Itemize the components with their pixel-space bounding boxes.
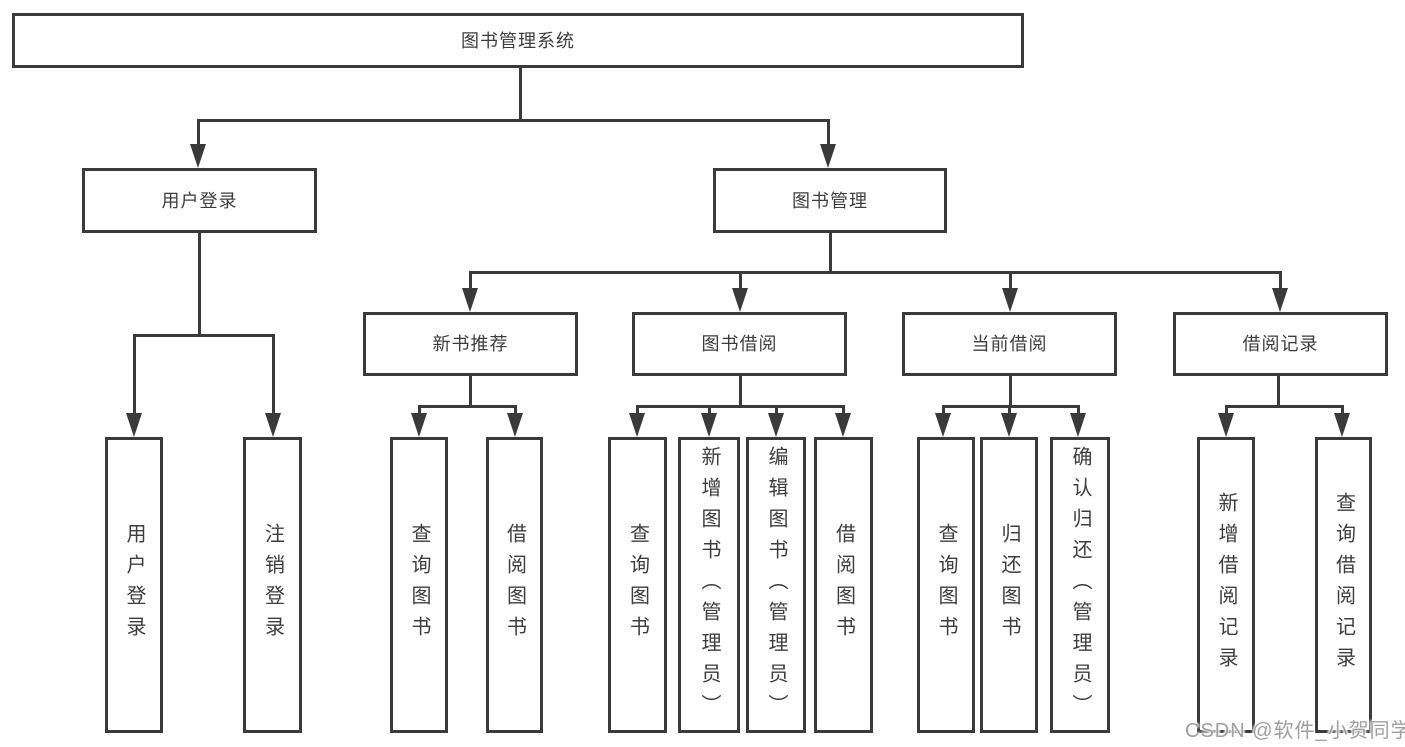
node-label-edit-book-admin: 编辑图书（管理员） [765,445,787,725]
connector-line [1008,272,1012,289]
connector-line [196,120,200,145]
arrowhead-down-icon [835,413,851,437]
node-label-book-management: 图书管理 [792,190,868,211]
connector-line [1278,272,1282,289]
arrowhead-down-icon [1001,413,1017,437]
node-user-login-action: 用户登录 [105,437,163,733]
arrowhead-down-icon [1218,413,1234,437]
connector-line [513,406,517,414]
arrowhead-down-icon [1070,413,1086,437]
connector-line [196,118,830,122]
arrowhead-down-icon [629,413,645,437]
node-user-login: 用户登录 [82,168,317,233]
connector-line [826,120,830,145]
arrowhead-down-icon [1002,288,1018,312]
connector-line [468,376,472,406]
node-label-query-borrow-record: 查询借阅记录 [1332,492,1355,678]
node-label-book-borrowing: 图书借阅 [701,334,778,354]
connector-line [707,406,711,414]
node-label-borrowing-records: 借阅记录 [1242,334,1319,354]
node-book-management: 图书管理 [713,168,947,233]
arrowhead-down-icon [190,144,206,168]
node-current-query-books: 查询图书 [917,437,975,733]
node-label-query-books: 查询图书 [408,523,430,647]
connector-line [132,335,136,414]
connector-line [635,404,845,408]
node-label-current-query-books: 查询图书 [935,523,957,647]
node-query-books: 查询图书 [390,437,448,733]
node-label-add-borrow-record: 新增借阅记录 [1215,492,1237,678]
connector-line [1008,376,1012,406]
node-borrow-borrow-books: 借阅图书 [814,437,873,733]
node-label-system: 图书管理系统 [461,30,575,51]
node-label-current-borrowing: 当前借阅 [971,334,1048,354]
node-label-borrow-query-books: 查询图书 [626,523,649,647]
node-borrow-books: 借阅图书 [486,437,543,733]
connector-line [1224,406,1228,414]
node-return-books: 归还图书 [980,437,1038,733]
connector-line [1224,404,1344,408]
connector-line [828,233,832,272]
connector-line [132,333,275,337]
node-label-add-book-admin: 新增图书（管理员） [698,445,720,725]
arrowhead-down-icon [701,413,717,437]
connector-line [417,406,421,414]
arrowhead-down-icon [935,413,951,437]
arrowhead-down-icon [732,288,748,312]
node-confirm-return-admin: 确认归还（管理员） [1050,437,1110,733]
arrowhead-down-icon [1272,288,1288,312]
arrowhead-down-icon [768,413,784,437]
csdn-watermark: CSDN @软件_小贺同学 [1185,720,1405,742]
node-label-borrow-borrow-books: 借阅图书 [832,523,855,647]
node-system: 图书管理系统 [12,13,1024,68]
connector-line [468,270,1282,274]
node-label-user-login: 用户登录 [161,190,238,211]
connector-line [738,272,742,289]
node-new-book-recommendation: 新书推荐 [363,312,578,376]
arrowhead-down-icon [411,413,427,437]
node-borrowing-records: 借阅记录 [1173,312,1388,376]
connector-line [1276,376,1280,406]
arrowhead-down-icon [462,288,478,312]
node-book-borrowing: 图书借阅 [632,312,847,376]
arrowhead-down-icon [820,144,836,168]
node-label-confirm-return-admin: 确认归还（管理员） [1069,445,1091,725]
node-current-borrowing: 当前借阅 [902,312,1117,376]
node-label-borrow-books: 借阅图书 [503,523,526,647]
node-add-borrow-record: 新增借阅记录 [1197,437,1255,733]
node-label-user-login-action: 用户登录 [123,523,145,647]
arrowhead-down-icon [507,413,523,437]
connector-line [271,335,275,414]
node-borrow-query-books: 查询图书 [608,437,667,733]
connector-line [417,404,517,408]
connector-line [841,406,845,414]
connector-line [468,272,472,289]
arrowhead-down-icon [265,413,281,437]
node-label-return-books: 归还图书 [998,523,1020,647]
arrowhead-down-icon [126,413,142,437]
node-edit-book-admin: 编辑图书（管理员） [746,437,806,733]
connector-line [197,233,201,335]
arrowhead-down-icon [1334,413,1350,437]
node-add-book-admin: 新增图书（管理员） [678,437,740,733]
connector-line [635,406,639,414]
connector-line [518,68,522,120]
connector-line [1076,406,1080,414]
node-logout: 注销登录 [243,437,302,733]
node-query-borrow-record: 查询借阅记录 [1315,437,1372,733]
connector-line [941,406,945,414]
connector-line [1340,406,1344,414]
node-label-new-book-recommendation: 新书推荐 [432,334,509,354]
node-label-logout: 注销登录 [261,523,284,647]
connector-line [774,406,778,414]
connector-line [1007,406,1011,414]
connector-line [738,376,742,406]
connector-line [941,404,1080,408]
